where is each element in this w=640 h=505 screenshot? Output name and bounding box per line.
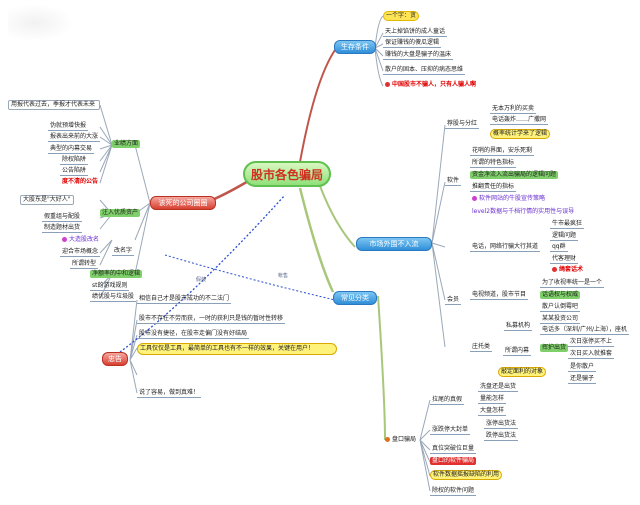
market-phone-item[interactable]: 绳套话术: [550, 266, 585, 274]
advice-item[interactable]: 说了容易，做到真难！: [137, 389, 202, 398]
advice-item[interactable]: 股市不存在不劳而获，一时的获利只是钱的暂时性转移: [137, 315, 286, 324]
company-perf-item[interactable]: 伪就预增快报: [48, 122, 89, 131]
market-insider-item[interactable]: 还是骗子: [568, 375, 597, 384]
survival-item[interactable]: 天上掉馅饼的成人童话: [383, 28, 448, 37]
market-insider-item[interactable]: 次日涨停买不上: [568, 338, 615, 347]
warning-icon: [385, 82, 390, 87]
company-perf-label[interactable]: 业绩方面: [112, 140, 141, 148]
survival-item[interactable]: 保证赚钱的傻瓜逻辑: [383, 39, 442, 48]
market-inside-note[interactable]: 敲定面利的对象: [498, 367, 547, 377]
market-club-item[interactable]: 电视频道，股市节目: [470, 291, 529, 300]
advice-item-highlight[interactable]: 工具仅仅是工具，最简单的工具也有不一样的效果，关键在用户！: [137, 343, 337, 355]
survival-item[interactable]: 中国股市不骗人，只有人骗人啊: [383, 81, 478, 89]
company-perf-item[interactable]: 典型的内幕交易: [48, 145, 95, 154]
market-phone-item[interactable]: 逻辑问题: [550, 232, 579, 241]
company-perf-item[interactable]: 度不清的公告: [62, 178, 99, 185]
company-rename-text: 大造股改名: [69, 236, 100, 243]
survival-item[interactable]: 赚钱的大盘是骗子的温床: [383, 51, 454, 60]
advice-item[interactable]: 相信自己才是股市成功的不二法门: [137, 295, 232, 304]
market-insider-item[interactable]: 次日买入就推套: [568, 350, 615, 359]
topic-company[interactable]: 该死的公司圈圈: [150, 196, 216, 210]
company-perf-item[interactable]: 公告陷阱: [60, 167, 89, 176]
company-perf-item[interactable]: 报表出来前的大涨: [48, 133, 101, 142]
advice-item[interactable]: 股市没有捷径，在股市走偏门没有好结局: [137, 330, 250, 339]
market-club-item[interactable]: 话语权与权威: [540, 291, 581, 299]
market-phone-item[interactable]: 代客理财: [550, 255, 579, 264]
topic-advice[interactable]: 忠告: [102, 352, 128, 366]
company-rename-item[interactable]: 迎合市场概念: [60, 248, 101, 257]
market-soft-item[interactable]: 所谓的特色指标: [470, 159, 517, 168]
market-phone-label[interactable]: 电话，网络行骗大行其道: [470, 243, 541, 252]
market-phone-item[interactable]: 牛市最疯狂: [550, 220, 585, 229]
market-phone-text: 绳套话术: [559, 266, 584, 273]
survival-item[interactable]: 一个字：贪: [383, 11, 420, 21]
market-club-label[interactable]: 会员: [445, 296, 462, 305]
market-soft-item[interactable]: level2数据与千档行情的实用性与误导: [472, 208, 575, 215]
topic-common[interactable]: 常见分类: [333, 291, 377, 305]
company-perf-item[interactable]: 除权陷阱: [60, 156, 89, 165]
central-topic[interactable]: 股市各色骗局: [243, 161, 331, 187]
market-recommend-label[interactable]: 荐股与分红: [445, 120, 480, 129]
company-inject-note[interactable]: 大股东是"大好人": [20, 195, 74, 205]
common-stall-text: 盘口骗局: [392, 436, 417, 443]
company-inject-item[interactable]: 制造题材出货: [42, 224, 83, 233]
topic-market[interactable]: 市场外围不入流: [356, 237, 432, 251]
market-insider-item[interactable]: 是你散户: [568, 363, 597, 372]
market-soft-item[interactable]: 推翻责任的指标: [470, 183, 517, 192]
company-inject-label[interactable]: 注入优质资产: [100, 209, 141, 217]
common-big-label[interactable]: 涨跌停大封单: [430, 426, 471, 435]
company-value-label[interactable]: 净额率的中和逻辑: [90, 270, 143, 278]
company-rename-label[interactable]: 大造股改名: [60, 236, 101, 244]
star-icon: [472, 196, 477, 201]
market-soft-item[interactable]: 软件网站的牛股宣传策略: [470, 195, 547, 203]
survival-item[interactable]: 散户的固本、压抑的病态思维: [383, 66, 466, 75]
market-soft-item[interactable]: 资金净流入流出骗局的逻辑问题: [470, 171, 559, 179]
relation-label: 假装: [196, 277, 207, 283]
common-other-item[interactable]: 软件数据摇报缺陷的利用: [430, 470, 503, 480]
market-soft-item[interactable]: 花哨的界面，安乐死剩: [470, 147, 535, 156]
company-rename-item[interactable]: 所谓转型: [70, 260, 99, 269]
market-club-item[interactable]: 散户认倒霉吧: [540, 303, 581, 312]
market-rec-item[interactable]: 概率统计学来了逻辑: [490, 129, 551, 139]
relation-label: 帐售: [278, 273, 289, 279]
market-rec-item[interactable]: 无本万利的买卖: [490, 105, 537, 114]
common-stall-label[interactable]: 盘口骗局: [383, 436, 418, 444]
company-value-item[interactable]: 绩优股与垃圾股: [90, 293, 137, 302]
market-insider-item[interactable]: 挥护出货: [540, 344, 569, 352]
common-big-item[interactable]: 涨停出货法: [484, 420, 519, 429]
flag-icon: [385, 437, 390, 442]
topic-survival[interactable]: 生存条件: [334, 40, 376, 54]
market-insider-label[interactable]: 庄托类: [470, 343, 493, 352]
market-insider-sub[interactable]: 所谓内幕: [503, 347, 532, 356]
corner-watermark: [8, 4, 74, 42]
common-fake-item[interactable]: 洗盘还是出货: [478, 383, 519, 392]
common-big-item[interactable]: 跌停出货法: [484, 432, 519, 441]
market-private-item[interactable]: 某某投资公司: [540, 315, 581, 324]
company-rename-item[interactable]: 改名字: [112, 247, 135, 256]
market-private-label[interactable]: 私募机构: [504, 322, 533, 331]
common-fake-label[interactable]: 拉尾的真假: [430, 396, 465, 405]
market-private-item[interactable]: 电话多（深圳/广州/上海），座机: [540, 326, 630, 335]
star-icon: [62, 237, 67, 242]
common-other-item[interactable]: 盘口的软件骗局: [430, 457, 477, 465]
company-inject-item[interactable]: 假重组与配股: [42, 213, 83, 222]
star-icon: [552, 267, 557, 272]
market-software-label[interactable]: 软件: [445, 177, 462, 186]
common-other-item[interactable]: 除权的软件问题: [430, 487, 477, 496]
common-fake-item[interactable]: 大盘怎样: [478, 407, 507, 416]
market-rec-item[interactable]: 电话轰炸……广撒网: [490, 116, 549, 125]
common-fake-item[interactable]: 量能怎样: [478, 395, 507, 404]
survival-item-text: 中国股市不骗人，只有人骗人啊: [392, 81, 477, 88]
market-phone-item[interactable]: qq群: [550, 243, 568, 252]
company-value-item[interactable]: st的游戏规则: [90, 282, 130, 291]
company-perf-note[interactable]: 用报代表过去，季报才代表未来: [8, 100, 100, 110]
market-soft-text: 软件网站的牛股宣传策略: [479, 195, 546, 202]
common-other-item[interactable]: 真位突破位巨量: [430, 445, 477, 454]
market-club-item[interactable]: 为了收视率统一是一个: [540, 279, 605, 288]
